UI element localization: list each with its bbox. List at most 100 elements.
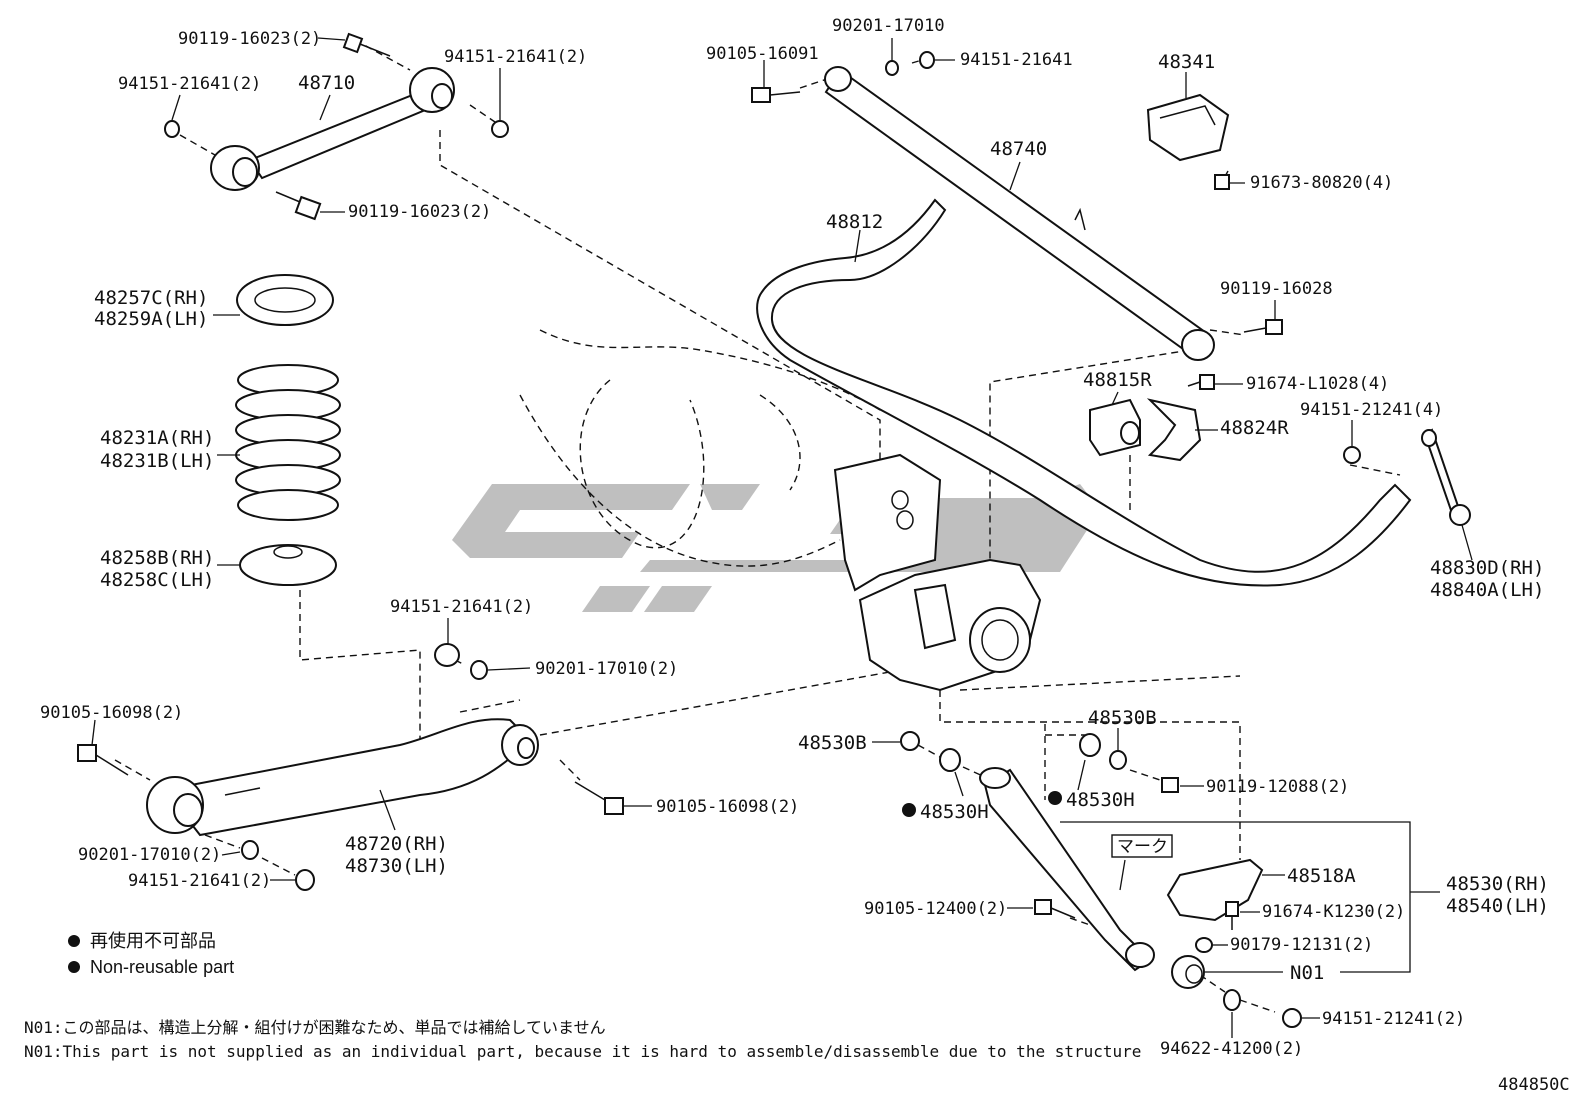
- shock-absorber-48530: [979, 767, 1155, 972]
- bolt-90119-16023-bottom: [275, 191, 322, 221]
- label-90105-16098-left: 90105-16098(2): [40, 703, 183, 723]
- label-91673-80820: 91673-80820(4): [1250, 173, 1393, 193]
- bolt-91674-l1028: [1187, 374, 1215, 390]
- label-48720-rh: 48720(RH): [345, 833, 448, 855]
- label-48530h-left: 48530H: [920, 801, 989, 823]
- label-94151-21641-mid: 94151-21641(2): [390, 597, 533, 617]
- bolt-90119-16023-top: [342, 32, 391, 57]
- legend-text-en: Non-reusable part: [90, 957, 234, 977]
- label-94151-21641-top: 94151-21641: [960, 50, 1073, 70]
- label-90105-16098-right: 90105-16098(2): [656, 797, 799, 817]
- label-48518a: 48518A: [1287, 865, 1356, 887]
- label-48815r: 48815R: [1083, 369, 1152, 391]
- bushing-48815r: [1089, 398, 1141, 457]
- bushing-48530h-right: [1079, 733, 1101, 757]
- label-48824r: 48824R: [1220, 417, 1289, 439]
- label-94151-21641-low: 94151-21641(2): [128, 871, 271, 891]
- label-90179-12131: 90179-12131(2): [1230, 935, 1373, 955]
- label-48530b-right: 48530B: [1088, 707, 1157, 729]
- label-90105-12400: 90105-12400(2): [864, 899, 1007, 919]
- diagram-code: 484850C: [1498, 1075, 1570, 1095]
- label-48812: 48812: [826, 211, 883, 233]
- label-48257c-rh: 48257C(RH): [94, 287, 208, 309]
- bolt-90105-12400: [1034, 899, 1076, 919]
- mark-callout-box: [1111, 834, 1173, 858]
- bolt-90119-16028: [1243, 319, 1283, 335]
- label-48530-rh: 48530(RH): [1446, 873, 1549, 895]
- axle-carrier: [833, 453, 1042, 692]
- label-90201-17010-top: 90201-17010: [832, 16, 945, 36]
- legend-text-jp: 再使用不可部品: [90, 931, 216, 951]
- label-n01: N01: [1290, 962, 1324, 984]
- bushing-n01: [1171, 955, 1205, 989]
- nut-94151-21241-4: [1343, 446, 1361, 464]
- label-48341: 48341: [1158, 51, 1215, 73]
- label-48530h-right: 48530H: [1066, 789, 1135, 811]
- bushing-48530b-left: [900, 731, 920, 751]
- lower-spring-seat-48258b: [239, 544, 337, 586]
- nut-94151-21641-right: [491, 120, 509, 138]
- footnote-jp: N01:この部品は、構造上分解・組付けが困難なため、単品では補給していません: [24, 1018, 606, 1037]
- bracket-48341: [1146, 93, 1230, 162]
- label-mark: マーク: [1117, 837, 1168, 857]
- washer-90201-17010-low: [241, 840, 259, 860]
- washer-90201-17010-mid: [470, 660, 488, 680]
- legend: 再使用不可部品 Non-reusable part: [68, 931, 234, 977]
- nut-94151-21641-mid: [434, 643, 460, 667]
- bolt-90105-16098-right: [574, 781, 624, 815]
- bracket-48824r: [1146, 398, 1202, 462]
- label-48540-lh: 48540(LH): [1446, 895, 1549, 917]
- label-48830d-rh: 48830D(RH): [1430, 557, 1544, 579]
- legend-bullet-en: [68, 961, 80, 973]
- coil-spring-48231a: [235, 364, 341, 521]
- label-48231a-rh: 48231A(RH): [100, 427, 214, 449]
- label-90119-16028: 90119-16028: [1220, 279, 1333, 299]
- label-48259a-lh: 48259A(LH): [94, 308, 208, 330]
- nut-94151-21641-low: [295, 869, 315, 891]
- washer-90201-17010-top: [885, 60, 899, 76]
- label-90105-16091: 90105-16091: [706, 44, 819, 64]
- leader-lines: [91, 37, 1473, 1038]
- footnote-en: N01:This part is not supplied as an indi…: [24, 1042, 1141, 1061]
- label-94151-21241-2: 94151-21241(2): [1322, 1009, 1465, 1029]
- label-91674-l1028: 91674-L1028(4): [1246, 374, 1389, 394]
- nut-90179-12131: [1195, 937, 1213, 953]
- label-90119-16023-top: 90119-16023(2): [178, 29, 321, 49]
- label-91674-k1230: 91674-K1230(2): [1262, 902, 1405, 922]
- nut-94151-21241-2: [1282, 1008, 1302, 1028]
- nut-94151-21641-left: [164, 120, 180, 138]
- stabilizer-bar-48812: [756, 198, 1412, 587]
- label-90119-12088: 90119-12088(2): [1206, 777, 1349, 797]
- part-labels: 90119-16023(2) 94151-21641(2) 94151-2164…: [40, 16, 1549, 1059]
- label-90201-17010-low: 90201-17010(2): [78, 845, 221, 865]
- label-94151-21641-right: 94151-21641(2): [444, 47, 587, 67]
- washer-94622-41200: [1223, 989, 1241, 1011]
- lateral-rod-48740: [824, 66, 1215, 361]
- non-reusable-marker-left: [902, 803, 916, 817]
- label-48730-lh: 48730(LH): [345, 855, 448, 877]
- label-94151-21641-left: 94151-21641(2): [118, 74, 261, 94]
- bushing-48530h-left: [939, 748, 961, 772]
- lower-control-arm-48720: [146, 718, 539, 837]
- label-94151-21241-4: 94151-21241(4): [1300, 400, 1443, 420]
- label-48258b-rh: 48258B(RH): [100, 547, 214, 569]
- bolt-90119-12088: [1161, 777, 1179, 793]
- label-48710: 48710: [298, 72, 355, 94]
- bolt-90105-16098-left: [77, 744, 129, 776]
- upper-spring-seat-48257c: [236, 274, 334, 326]
- upper-control-arm-48710: [210, 67, 455, 191]
- label-48740: 48740: [990, 138, 1047, 160]
- non-reusable-marker-right: [1048, 791, 1062, 805]
- label-48231b-lh: 48231B(LH): [100, 450, 214, 472]
- label-48530b-left: 48530B: [798, 732, 867, 754]
- legend-bullet-jp: [68, 935, 80, 947]
- link-48830d: [1421, 428, 1471, 526]
- bolt-90105-16091: [751, 87, 801, 103]
- bushing-48530b-right: [1109, 750, 1127, 770]
- label-94622-41200: 94622-41200(2): [1160, 1039, 1303, 1059]
- label-90119-16023-bottom: 90119-16023(2): [348, 202, 491, 222]
- bolt-91673-80820: [1214, 174, 1230, 190]
- label-48840a-lh: 48840A(LH): [1430, 579, 1544, 601]
- bracket-48518a: [1166, 858, 1264, 922]
